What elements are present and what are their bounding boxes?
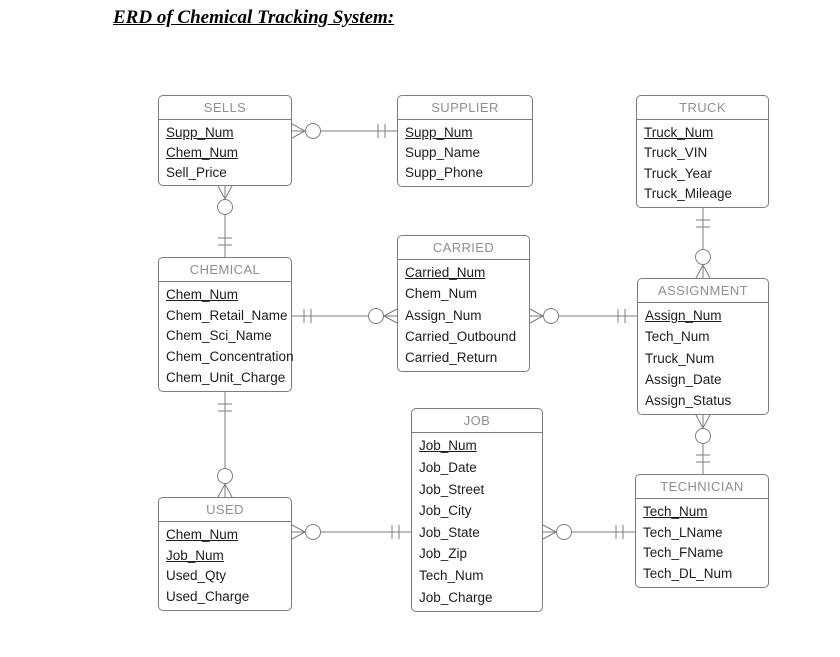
- attribute-job-job_num: Job_Num: [419, 438, 477, 454]
- attribute-technician-tech_fname: Tech_FName: [643, 545, 724, 561]
- attribute-technician-tech_dl_num: Tech_DL_Num: [643, 566, 733, 582]
- attribute-used-chem_num: Chem_Num: [166, 526, 239, 542]
- entity-title-sells: SELLS: [159, 96, 291, 120]
- zero-cardinality-circle: [556, 524, 572, 540]
- attribute-assignment-assign_date: Assign_Date: [645, 371, 722, 387]
- zero-cardinality-circle: [695, 249, 711, 265]
- zero-cardinality-circle: [217, 468, 233, 484]
- attribute-used-job_num: Job_Num: [166, 547, 224, 563]
- connector-assignment-technician: [695, 414, 711, 474]
- attribute-carried-carried_return: Carried_Return: [405, 349, 498, 365]
- attribute-sells-sell_price: Sell_Price: [166, 164, 227, 180]
- attribute-job-job_charge: Job_Charge: [419, 589, 493, 605]
- attribute-sells-chem_num: Chem_Num: [166, 144, 239, 160]
- attribute-job-job_date: Job_Date: [419, 459, 477, 475]
- attribute-job-job_street: Job_Street: [419, 481, 485, 497]
- entity-title-assignment: ASSIGNMENT: [638, 279, 768, 303]
- connector-sells-chemical: [217, 185, 233, 257]
- attribute-chemical-chem_unit_charge: Chem_Unit_Charge: [166, 370, 286, 386]
- attribute-carried-carried_num: Carried_Num: [405, 265, 486, 281]
- attribute-sells-supp_num: Supp_Num: [166, 124, 234, 140]
- entity-title-technician: TECHNICIAN: [636, 475, 768, 499]
- attribute-carried-assign_num: Assign_Num: [405, 307, 482, 323]
- attribute-supplier-supp_num: Supp_Num: [405, 124, 473, 140]
- attribute-assignment-assign_status: Assign_Status: [645, 392, 732, 408]
- attribute-assignment-assign_num: Assign_Num: [645, 308, 722, 324]
- attribute-assignment-truck_num: Truck_Num: [645, 350, 715, 366]
- connector-carried-assignment: [529, 308, 637, 324]
- attribute-carried-carried_outbound: Carried_Outbound: [405, 328, 517, 344]
- attribute-job-job_city: Job_City: [419, 503, 472, 519]
- attribute-job-job_state: Job_State: [419, 524, 480, 540]
- attribute-carried-chem_num: Chem_Num: [405, 286, 478, 302]
- attribute-chemical-chem_retail_name: Chem_Retail_Name: [166, 307, 288, 323]
- connector-chemical-carried: [292, 308, 398, 324]
- attribute-supplier-supp_phone: Supp_Phone: [405, 165, 484, 181]
- attribute-assignment-tech_num: Tech_Num: [645, 329, 710, 345]
- attribute-chemical-chem_sci_name: Chem_Sci_Name: [166, 328, 272, 344]
- connector-truck-assignment: [695, 208, 711, 279]
- connector-chemical-used: [217, 392, 233, 498]
- attribute-truck-truck_vin: Truck_VIN: [644, 145, 708, 161]
- attribute-chemical-chem_num: Chem_Num: [166, 286, 239, 302]
- zero-cardinality-circle: [695, 428, 711, 444]
- entity-title-used: USED: [159, 498, 291, 522]
- attribute-used-used_charge: Used_Charge: [166, 589, 250, 605]
- entity-title-truck: TRUCK: [637, 96, 768, 120]
- entity-title-job: JOB: [412, 409, 542, 433]
- attribute-job-job_zip: Job_Zip: [419, 546, 468, 562]
- attribute-supplier-supp_name: Supp_Name: [405, 144, 481, 160]
- attribute-technician-tech_lname: Tech_LName: [643, 524, 723, 540]
- entity-title-supplier: SUPPLIER: [398, 96, 532, 120]
- connector-used-job: [291, 524, 411, 540]
- entity-title-carried: CARRIED: [398, 236, 529, 260]
- attribute-truck-truck_mileage: Truck_Mileage: [644, 186, 733, 202]
- zero-cardinality-circle: [305, 524, 321, 540]
- page-title: ERD of Chemical Tracking System:: [113, 7, 395, 28]
- entity-title-chemical: CHEMICAL: [159, 258, 291, 282]
- zero-cardinality-circle: [368, 308, 384, 324]
- attribute-technician-tech_num: Tech_Num: [643, 503, 708, 519]
- attribute-truck-truck_year: Truck_Year: [644, 165, 713, 181]
- zero-cardinality-circle: [217, 199, 233, 215]
- attribute-chemical-chem_concentration: Chem_Concentration: [166, 349, 294, 365]
- zero-cardinality-circle: [305, 123, 321, 139]
- connector-sells-supplier: [291, 123, 397, 139]
- attribute-used-used_qty: Used_Qty: [166, 568, 227, 584]
- zero-cardinality-circle: [543, 308, 559, 324]
- attribute-truck-truck_num: Truck_Num: [644, 124, 714, 140]
- connector-job-technician: [542, 524, 635, 540]
- attribute-job-tech_num: Tech_Num: [419, 568, 484, 584]
